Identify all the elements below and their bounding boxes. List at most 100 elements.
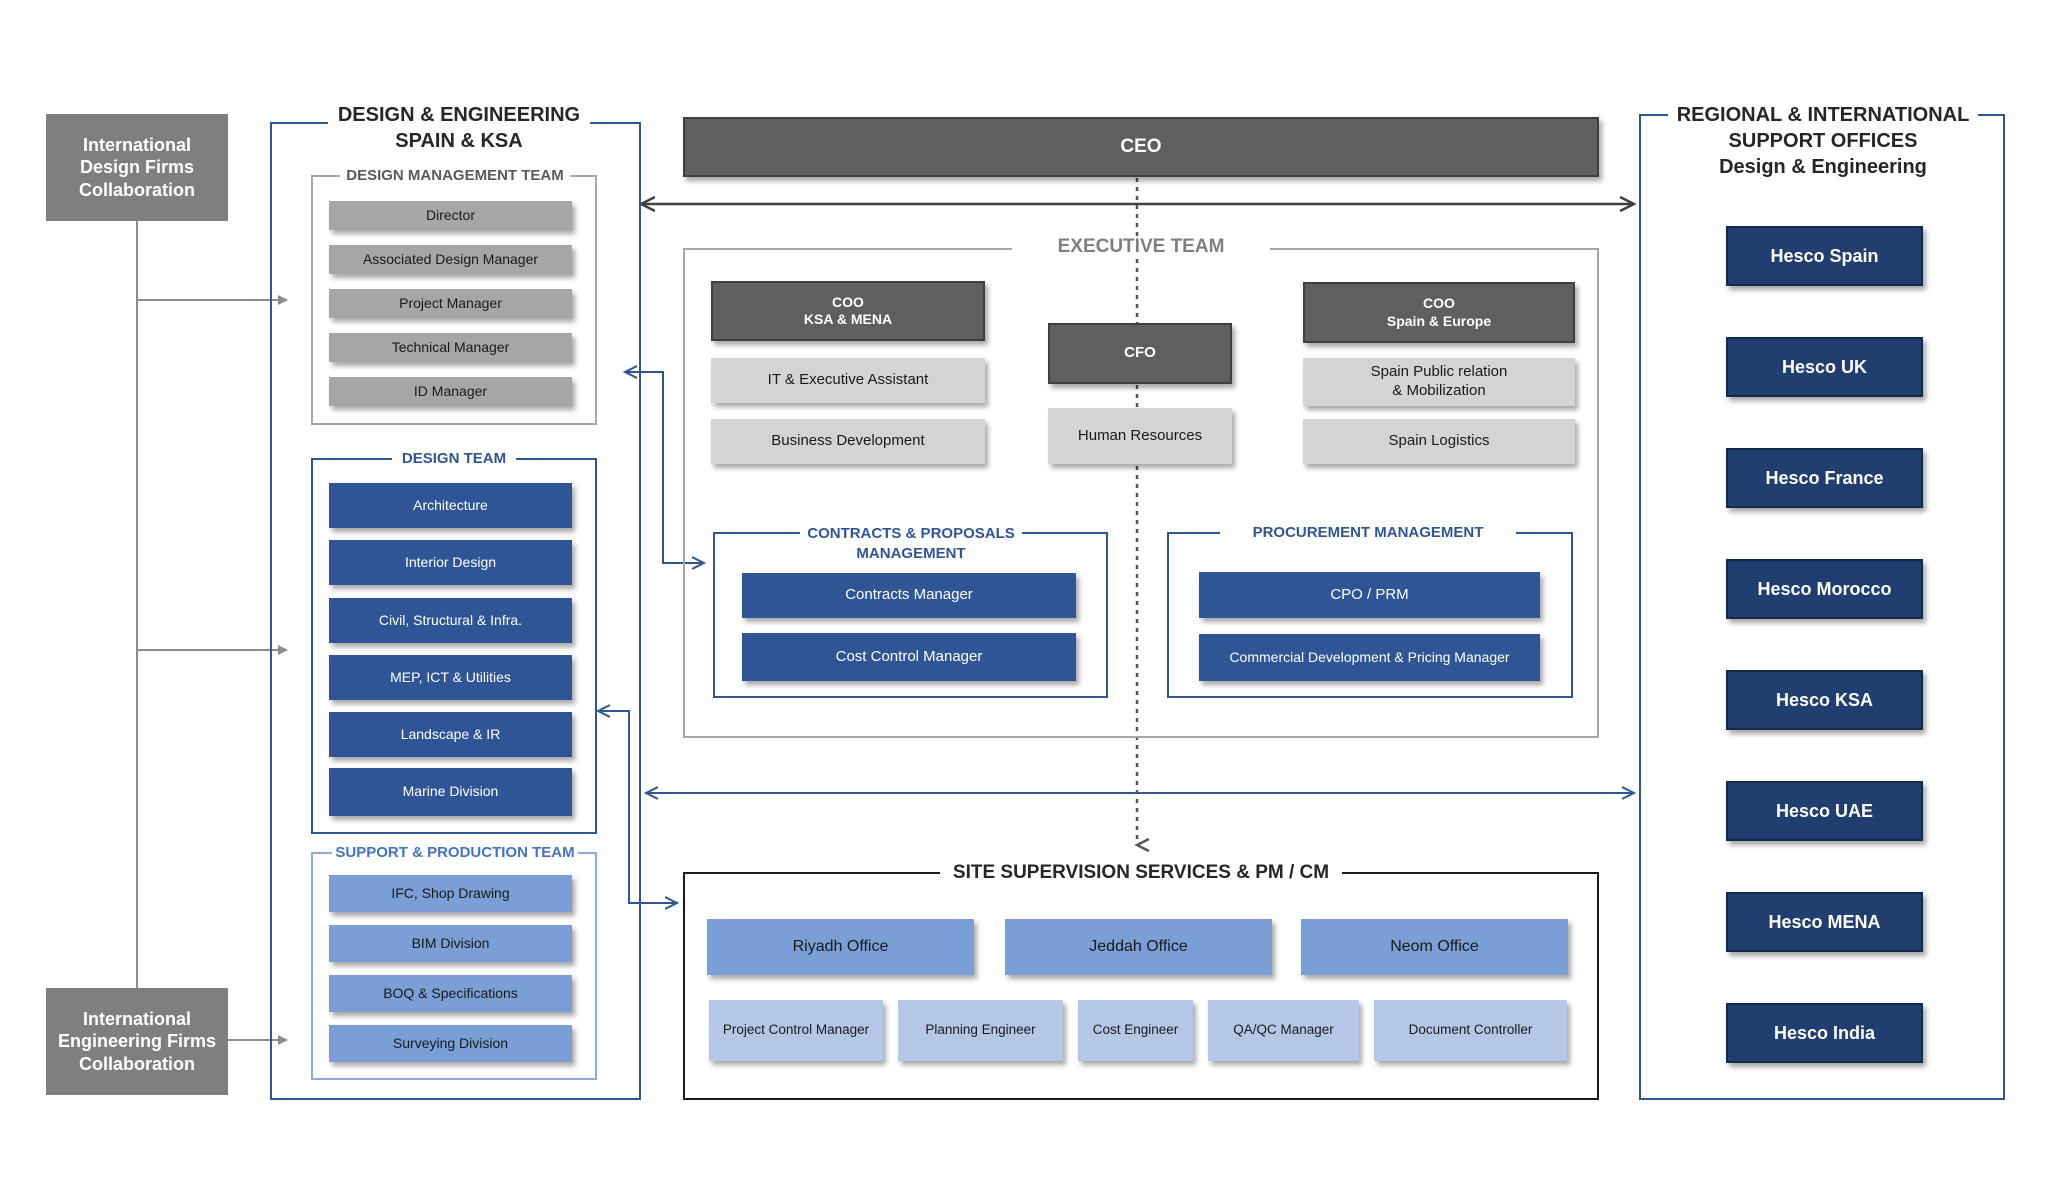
intl-engineering-firms-box: International Engineering Firms Collabor… bbox=[46, 988, 228, 1095]
mgmt-item-label: ID Manager bbox=[413, 382, 488, 399]
mep-ict-box: MEP, ICT & Utilities bbox=[329, 655, 572, 700]
cpo-prm-box: CPO / PRM bbox=[1199, 572, 1540, 618]
project-control-manager-box: Project Control Manager bbox=[709, 1000, 883, 1061]
design-team-title: DESIGN TEAM bbox=[392, 450, 516, 467]
site-supervision-frame bbox=[683, 872, 1599, 1100]
contracts-title-line2: MANAGEMENT bbox=[856, 545, 966, 562]
coo-ksa-line2: KSA & MENA bbox=[803, 311, 893, 327]
coo-ksa-mena-box: COO KSA & MENA bbox=[711, 281, 985, 341]
hesco-uae-box: Hesco UAE bbox=[1726, 781, 1923, 841]
interior-design-box: Interior Design bbox=[329, 540, 572, 585]
regional-office-label: Hesco India bbox=[1773, 1022, 1876, 1043]
role-label: Cost Engineer bbox=[1092, 1022, 1179, 1038]
role-label: QA/QC Manager bbox=[1233, 1022, 1334, 1038]
office-label: Jeddah Office bbox=[1089, 938, 1188, 955]
mgmt-item-label: Technical Manager bbox=[391, 338, 510, 355]
human-resources-label: Human Resources bbox=[1077, 426, 1203, 444]
site-supervision-title: SITE SUPERVISION SERVICES & PM / CM bbox=[940, 862, 1342, 884]
support-item-label: Surveying Division bbox=[392, 1034, 509, 1051]
spain-logistics-label: Spain Logistics bbox=[1388, 432, 1490, 450]
boq-specifications-box: BOQ & Specifications bbox=[329, 975, 572, 1012]
role-label: Planning Engineer bbox=[925, 1022, 1036, 1038]
hesco-uk-box: Hesco UK bbox=[1726, 337, 1923, 397]
ifc-shop-drawing-box: IFC, Shop Drawing bbox=[329, 875, 572, 912]
ceo-label: CEO bbox=[1120, 136, 1162, 158]
office-label: Riyadh Office bbox=[792, 938, 889, 955]
jeddah-office-box: Jeddah Office bbox=[1005, 919, 1272, 975]
intl-design-firms-box: International Design Firms Collaboration bbox=[46, 114, 228, 221]
spain-pr-line2: & Mobilization bbox=[1392, 382, 1486, 399]
office-label: Neom Office bbox=[1390, 938, 1479, 955]
hesco-india-box: Hesco India bbox=[1726, 1003, 1923, 1063]
contracts-manager-box: Contracts Manager bbox=[742, 573, 1076, 618]
neom-office-box: Neom Office bbox=[1301, 919, 1568, 975]
cost-control-manager-box: Cost Control Manager bbox=[742, 633, 1076, 681]
surveying-division-box: Surveying Division bbox=[329, 1025, 572, 1062]
design-item-label: Civil, Structural & Infra. bbox=[378, 611, 523, 628]
riyadh-office-box: Riyadh Office bbox=[707, 919, 974, 975]
spain-public-relation-box: Spain Public relation & Mobilization bbox=[1303, 358, 1575, 406]
regional-office-label: Hesco UK bbox=[1781, 356, 1868, 377]
regional-office-label: Hesco Morocco bbox=[1757, 578, 1892, 599]
regional-office-label: Hesco KSA bbox=[1775, 689, 1874, 710]
it-executive-assistant-box: IT & Executive Assistant bbox=[711, 358, 985, 403]
technical-manager-box: Technical Manager bbox=[329, 333, 572, 362]
design-engineering-title: DESIGN & ENGINEERING SPAIN & KSA bbox=[328, 102, 590, 154]
regional-office-label: Hesco UAE bbox=[1775, 800, 1874, 821]
role-label: Document Controller bbox=[1408, 1022, 1533, 1038]
commercial-development-box: Commercial Development & Pricing Manager bbox=[1199, 634, 1540, 681]
regional-office-label: Hesco Spain bbox=[1770, 245, 1879, 266]
architecture-box: Architecture bbox=[329, 483, 572, 528]
regional-office-label: Hesco France bbox=[1765, 467, 1884, 488]
design-item-label: Architecture bbox=[413, 496, 488, 513]
procurement-item-label: Commercial Development & Pricing Manager bbox=[1229, 648, 1510, 665]
mgmt-item-label: Director bbox=[425, 206, 475, 223]
support-production-team-title: SUPPORT & PRODUCTION TEAM bbox=[332, 844, 578, 861]
contracts-proposals-title: CONTRACTS & PROPOSALS MANAGEMENT bbox=[800, 524, 1022, 564]
cfo-box: CFO bbox=[1048, 323, 1232, 384]
regional-title-line1: REGIONAL & INTERNATIONAL bbox=[1676, 104, 1970, 126]
coo-spain-line1: COO bbox=[1423, 295, 1455, 311]
director-box: Director bbox=[329, 201, 572, 230]
coo-spain-europe-box: COO Spain & Europe bbox=[1303, 282, 1575, 343]
support-item-label: BIM Division bbox=[411, 934, 490, 951]
landscape-box: Landscape & IR bbox=[329, 712, 572, 757]
contracts-item-label: Contracts Manager bbox=[845, 586, 973, 604]
hesco-morocco-box: Hesco Morocco bbox=[1726, 559, 1923, 619]
project-manager-box: Project Manager bbox=[329, 289, 572, 318]
id-manager-box: ID Manager bbox=[329, 377, 572, 406]
ceo-box: CEO bbox=[683, 117, 1599, 177]
marine-division-box: Marine Division bbox=[329, 768, 572, 816]
mgmt-item-label: Associated Design Manager bbox=[362, 250, 539, 267]
regional-title-line2: SUPPORT OFFICES bbox=[1728, 130, 1918, 152]
contracts-title-line1: CONTRACTS & PROPOSALS bbox=[807, 525, 1015, 542]
associated-design-manager-box: Associated Design Manager bbox=[329, 245, 572, 274]
hesco-france-box: Hesco France bbox=[1726, 448, 1923, 508]
coo-ksa-line1: COO bbox=[832, 293, 864, 310]
support-item-label: BOQ & Specifications bbox=[383, 984, 518, 1001]
hesco-spain-box: Hesco Spain bbox=[1726, 226, 1923, 286]
planning-engineer-box: Planning Engineer bbox=[898, 1000, 1063, 1061]
human-resources-box: Human Resources bbox=[1048, 408, 1232, 464]
ksa-item-label: IT & Executive Assistant bbox=[767, 371, 929, 389]
intl-engineering-firms-label: International Engineering Firms Collabor… bbox=[57, 1008, 217, 1074]
hesco-mena-box: Hesco MENA bbox=[1726, 892, 1923, 952]
design-site-arrow bbox=[598, 711, 677, 903]
document-controller-box: Document Controller bbox=[1374, 1000, 1567, 1061]
design-engineering-title-line2: SPAIN & KSA bbox=[395, 130, 523, 152]
cost-engineer-box: Cost Engineer bbox=[1078, 1000, 1193, 1061]
regional-title-line3: Design & Engineering bbox=[1719, 156, 1927, 178]
cfo-label: CFO bbox=[1124, 344, 1156, 362]
design-item-label: Marine Division bbox=[402, 783, 499, 800]
hesco-ksa-box: Hesco KSA bbox=[1726, 670, 1923, 730]
civil-structural-box: Civil, Structural & Infra. bbox=[329, 598, 572, 643]
mgmt-item-label: Project Manager bbox=[399, 294, 502, 311]
support-item-label: IFC, Shop Drawing bbox=[391, 884, 510, 901]
design-item-label: MEP, ICT & Utilities bbox=[390, 668, 511, 685]
design-engineering-title-line1: DESIGN & ENGINEERING bbox=[337, 104, 581, 126]
design-management-team-title: DESIGN MANAGEMENT TEAM bbox=[340, 167, 570, 184]
coo-spain-line2: Spain & Europe bbox=[1386, 312, 1492, 329]
procurement-item-label: CPO / PRM bbox=[1330, 585, 1409, 603]
executive-team-title: EXECUTIVE TEAM bbox=[1012, 236, 1270, 258]
